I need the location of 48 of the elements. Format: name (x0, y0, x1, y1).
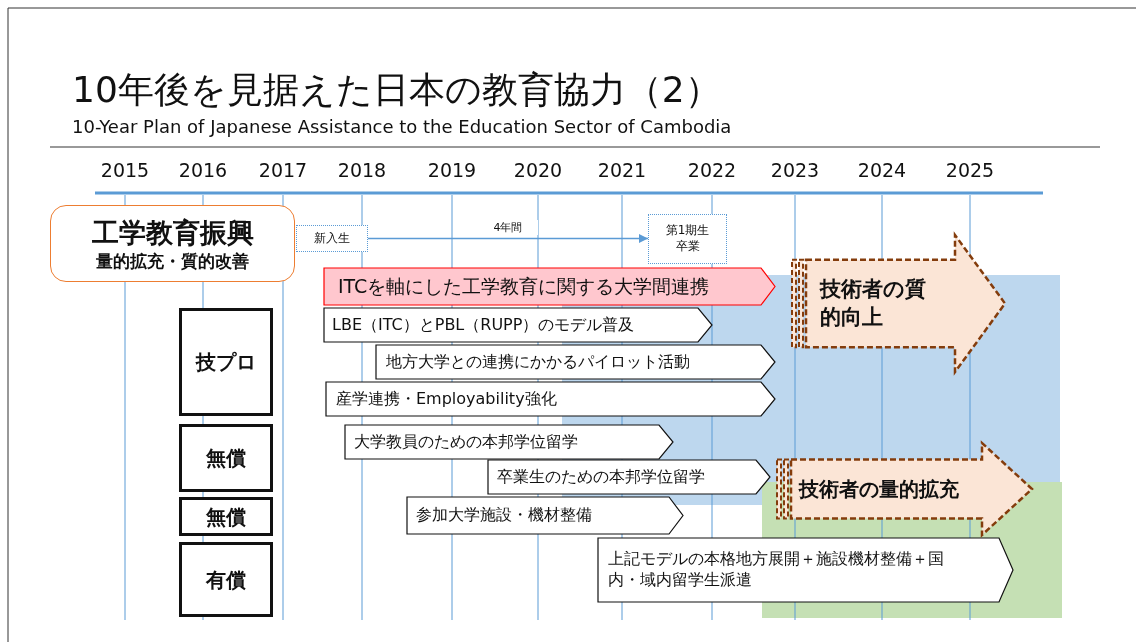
bar-label: 大学教員のための本邦学位留学 (354, 431, 578, 453)
category-box (179, 308, 273, 416)
project-bar (324, 308, 712, 342)
year-label: 2016 (177, 159, 229, 181)
outcome-label: 技術者の量的拡充 (799, 476, 959, 502)
project-bar (598, 538, 1013, 602)
category-box (179, 497, 273, 536)
bar-label: 卒業生のための本邦学位留学 (497, 466, 705, 488)
year-label: 2024 (856, 159, 908, 181)
bar-label: 産学連携・Employability強化 (336, 388, 557, 410)
arrow (367, 233, 649, 244)
goal-box (50, 205, 295, 282)
bar-label: 上記モデルの本格地方展開＋施設機材整備＋国内・域内留学生派遣 (608, 549, 945, 591)
bar-label: 地方大学との連携にかかるパイロット活動 (386, 351, 690, 373)
goal-heading: 工学教育振興 (91, 215, 254, 250)
year-label: 2020 (512, 159, 564, 181)
year-label: 2023 (769, 159, 821, 181)
bar-label: ITCを軸にした工学教育に関する大学間連携 (338, 274, 710, 299)
year-label: 2017 (257, 159, 309, 181)
year-label: 2015 (99, 159, 151, 181)
bar-label: LBE（ITC）とPBL（RUPP）のモデル普及 (332, 314, 635, 336)
outcome-arrow (775, 443, 1032, 535)
year-label: 2021 (596, 159, 648, 181)
title: 10年後を見据えた日本の教育協力（2） (72, 68, 721, 112)
category-box (179, 424, 273, 492)
milestone-box (296, 225, 368, 252)
category-label: 無償 (206, 503, 246, 530)
milestone-box (648, 214, 727, 264)
project-bar (488, 460, 770, 494)
project-bar (326, 382, 775, 416)
project-bar (376, 345, 775, 379)
milestone-label: 新入生 (314, 230, 350, 247)
year-label: 2019 (426, 159, 478, 181)
year-label: 2018 (336, 159, 388, 181)
category-box (179, 542, 273, 617)
goal-subheading: 量的拡充・質的改善 (96, 250, 249, 273)
outcome-label: 技術者の質的向上 (820, 276, 927, 331)
subtitle: 10-Year Plan of Japanese Assistance to the Education Sector of Cambodia (72, 116, 732, 137)
category-label: 有償 (206, 566, 246, 593)
milestone-label: 第1期生卒業 (664, 223, 711, 255)
category-label: 技プロ (196, 349, 256, 375)
project-bar (345, 425, 673, 459)
project-bar (407, 497, 683, 534)
year-label: 2022 (686, 159, 738, 181)
project-bar (324, 268, 775, 305)
category-label: 無償 (206, 445, 246, 471)
bar-label: 参加大学施設・機材整備 (416, 505, 592, 526)
year-label: 2025 (944, 159, 996, 181)
